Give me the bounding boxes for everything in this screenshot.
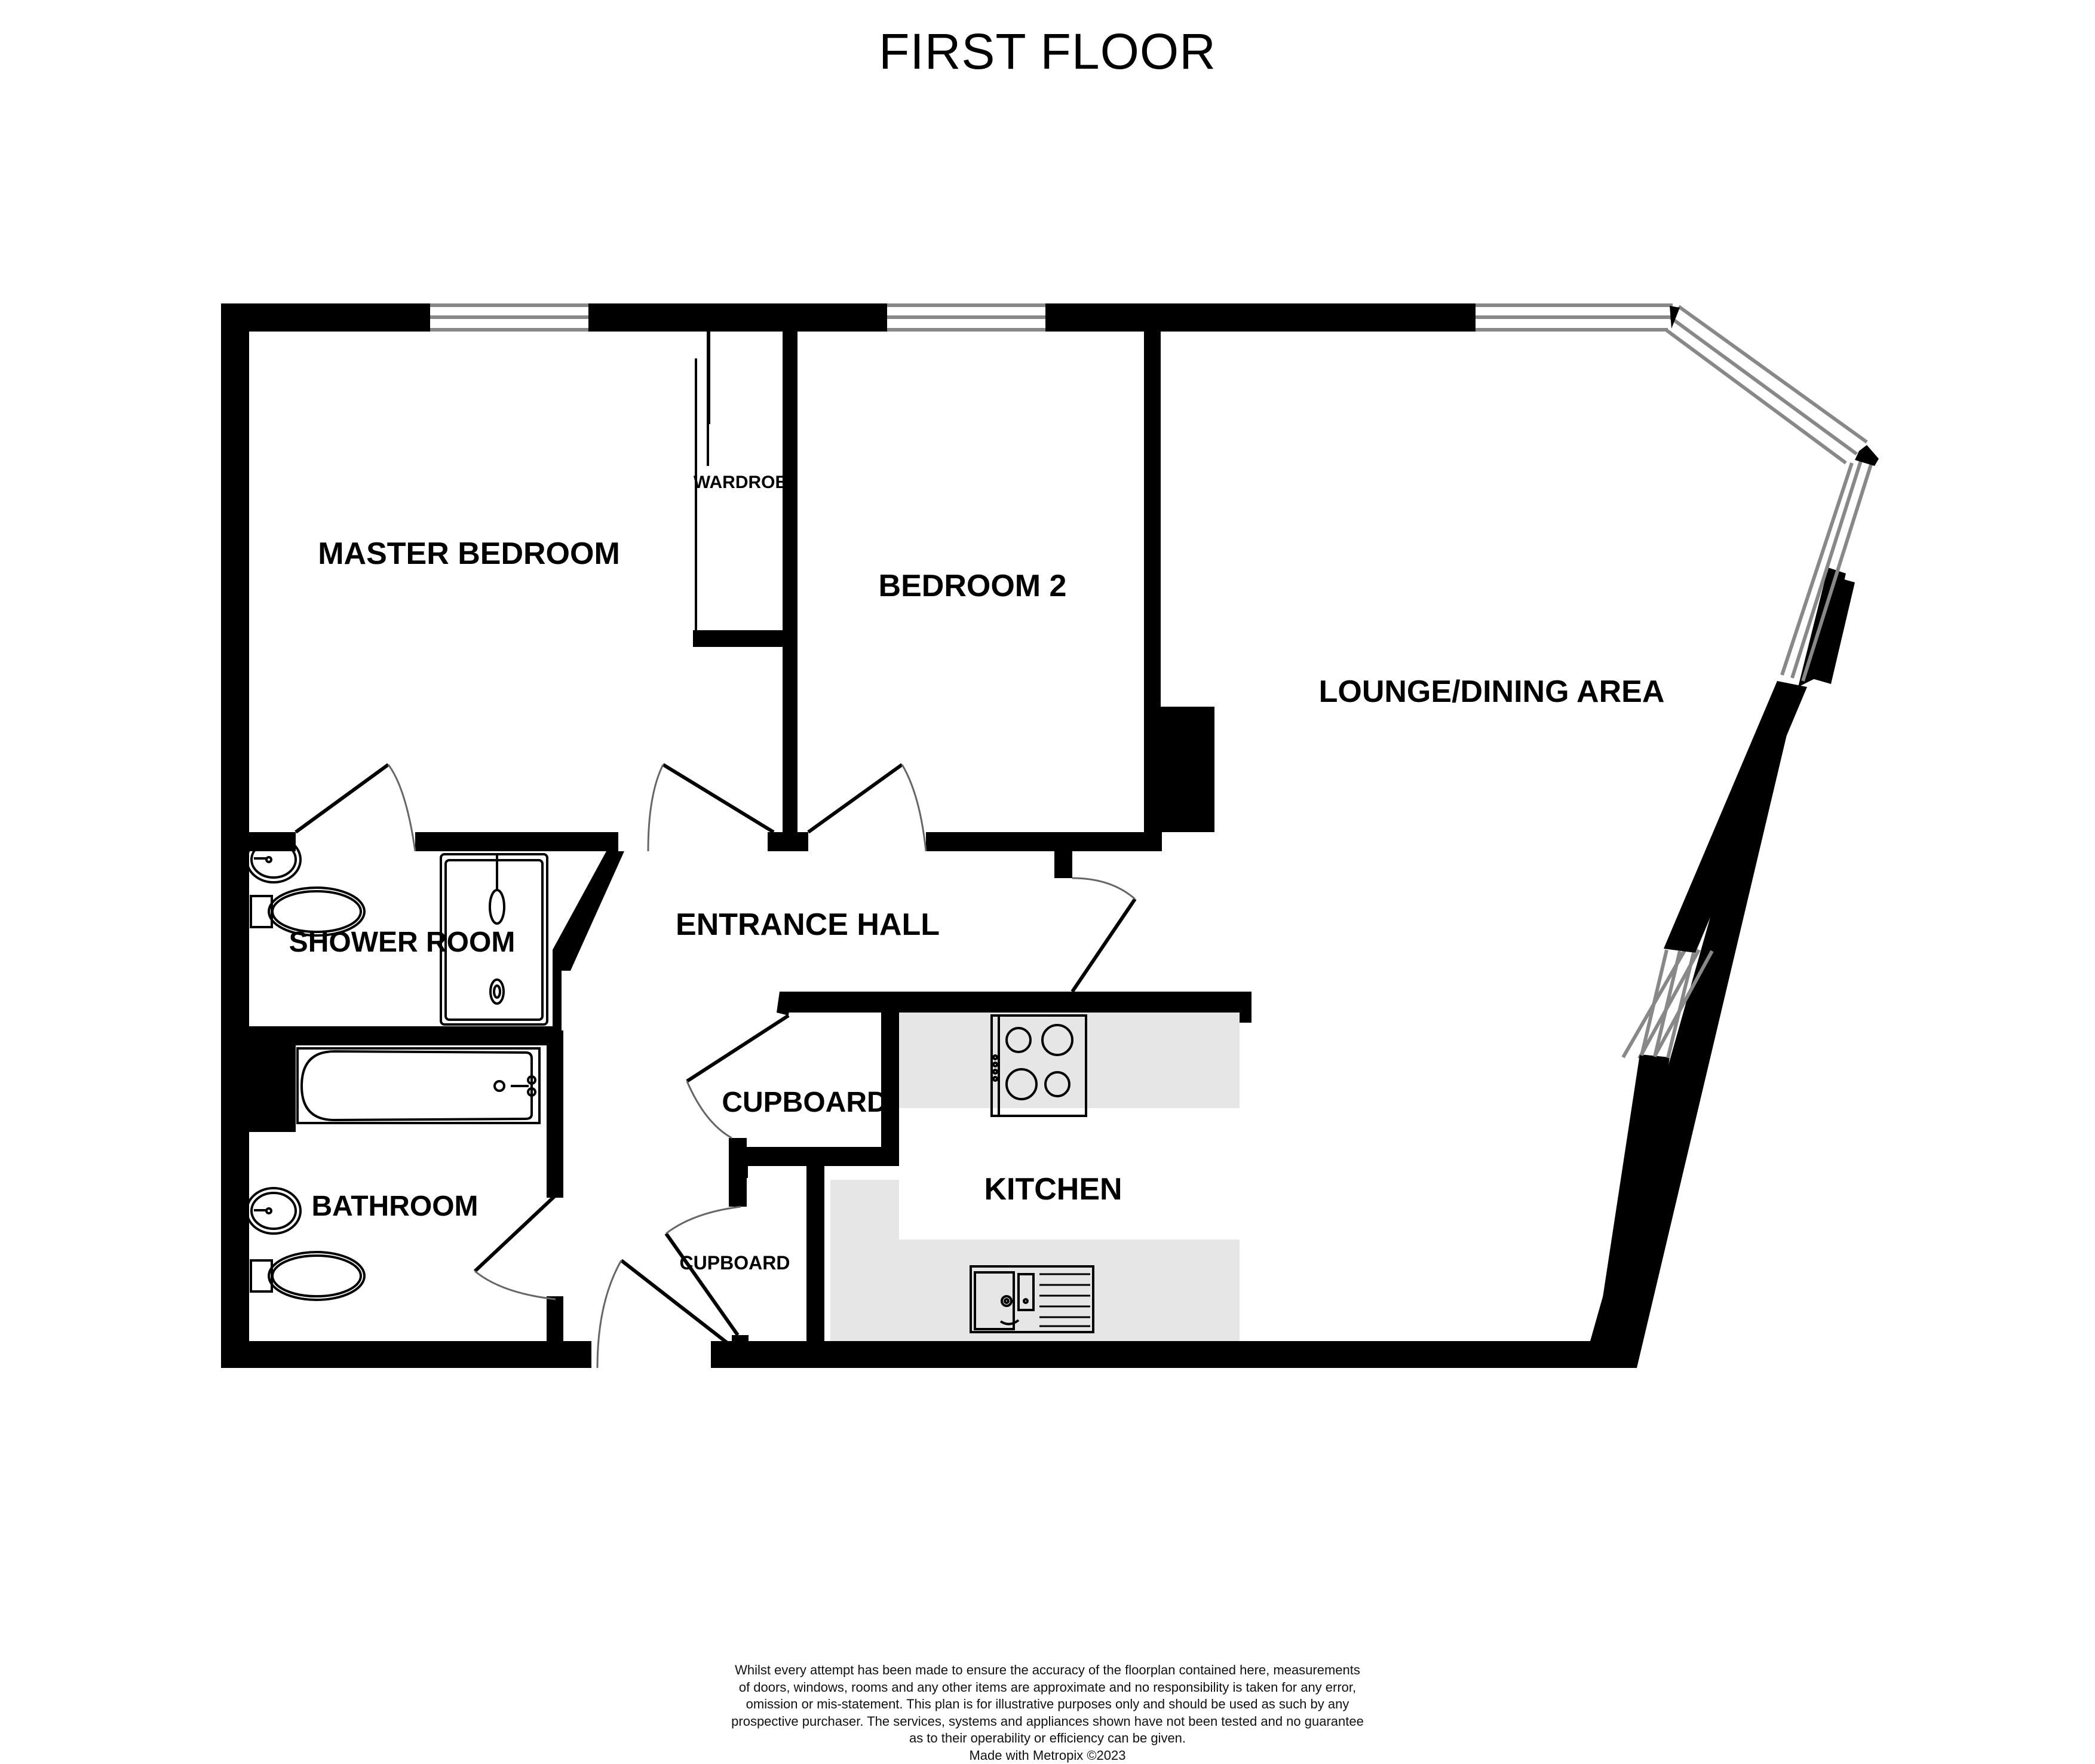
room-label-cupboard-upper: CUPBOARD <box>722 1088 887 1117</box>
room-label-shower-room: SHOWER ROOM <box>289 928 516 957</box>
room-label-cupboard-lower: CUPBOARD <box>680 1253 790 1272</box>
disclaimer-line: Whilst every attempt has been made to en… <box>0 1662 2095 1679</box>
bath-icon <box>297 1048 539 1123</box>
credit-line: Made with Metropix ©2023 <box>0 1747 2095 1764</box>
disclaimer-line: omission or mis-statement. This plan is … <box>0 1696 2095 1713</box>
disclaimer-line: as to their operability or efficiency ca… <box>0 1730 2095 1747</box>
room-label-lounge-dining: LOUNGE/DINING AREA <box>1319 676 1665 707</box>
room-label-wardrobe: WARDROB <box>694 474 788 492</box>
disclaimer-line: of doors, windows, rooms and any other i… <box>0 1679 2095 1696</box>
disclaimer-line: prospective purchaser. The services, sys… <box>0 1713 2095 1731</box>
disclaimer: Whilst every attempt has been made to en… <box>0 1662 2095 1764</box>
room-label-bedroom-2: BEDROOM 2 <box>879 570 1067 602</box>
room-label-master-bedroom: MASTER BEDROOM <box>318 538 620 569</box>
room-label-bathroom: BATHROOM <box>311 1192 478 1221</box>
room-label-entrance-hall: ENTRANCE HALL <box>676 909 940 940</box>
room-label-kitchen: KITCHEN <box>984 1174 1122 1205</box>
